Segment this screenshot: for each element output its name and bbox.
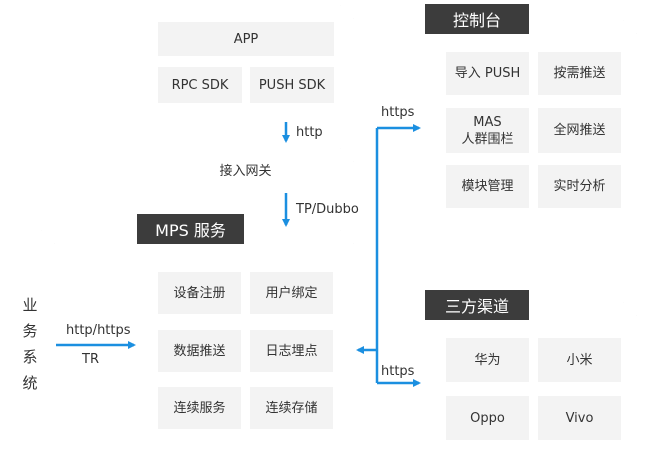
mps-item: 设备注册 xyxy=(158,272,241,314)
mps-item: 连续存储 xyxy=(250,387,333,429)
app-box: APP xyxy=(158,22,334,56)
mps-item: 日志埋点 xyxy=(250,330,333,372)
push-sdk-box: PUSH SDK xyxy=(250,67,334,103)
channel-item: Vivo xyxy=(538,396,621,440)
console-item: 实时分析 xyxy=(538,165,621,208)
rpc-sdk-box: RPC SDK xyxy=(158,67,242,103)
business-char: 务 xyxy=(22,322,38,340)
https-mid-label: https xyxy=(381,364,415,379)
console-item: 导入 PUSH xyxy=(446,52,529,95)
business-panel xyxy=(5,230,55,458)
http-https-label: http/https xyxy=(66,323,131,338)
console-item: MAS 人群围栏 xyxy=(446,108,529,153)
mps-item: 连续服务 xyxy=(158,387,241,429)
console-title: 控制台 xyxy=(425,4,529,34)
channel-item: Oppo xyxy=(446,396,529,440)
third-party-title: 三方渠道 xyxy=(425,290,529,320)
channel-item: 华为 xyxy=(446,338,529,382)
business-char: 统 xyxy=(22,374,38,392)
tr-label: TR xyxy=(82,352,99,367)
http-label: http xyxy=(296,125,323,140)
business-label: 业 务 系 统 xyxy=(5,230,55,458)
gateway-box: 接入网关 xyxy=(137,148,354,191)
tp-dubbo-label: TP/Dubbo xyxy=(296,202,359,217)
console-item: 模块管理 xyxy=(446,165,529,208)
mps-title: MPS 服务 xyxy=(137,214,244,244)
console-item: 全网推送 xyxy=(538,108,621,153)
mps-item: 数据推送 xyxy=(158,330,241,372)
https-top-label: https xyxy=(381,105,415,120)
mps-item: 用户绑定 xyxy=(250,272,333,314)
gateway-label: 接入网关 xyxy=(219,164,272,179)
channel-item: 小米 xyxy=(538,338,621,382)
business-char: 业 xyxy=(22,296,38,314)
console-item: 按需推送 xyxy=(538,52,621,95)
business-char: 系 xyxy=(22,348,38,366)
